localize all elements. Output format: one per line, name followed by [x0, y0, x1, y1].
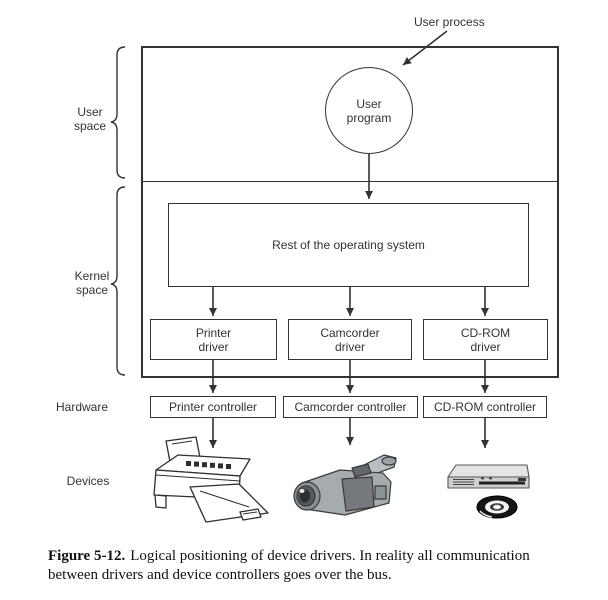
hardware-label: Hardware [55, 400, 109, 414]
user-process-label: User process [414, 15, 485, 29]
cdrom-device-illustration [447, 464, 530, 519]
user-space-label: User space [73, 105, 107, 133]
printer-device-illustration [153, 436, 269, 523]
devices-label: Devices [66, 474, 110, 488]
caption-figure-number: Figure 5-12. [48, 548, 126, 564]
printer-controller-box: Printer controller [150, 396, 276, 418]
user-kernel-divider-line [141, 181, 559, 182]
kernel-space-label: Kernel space [74, 269, 110, 297]
user-program-circle: User program [325, 67, 413, 154]
camcorder-device-illustration [293, 454, 397, 516]
cdrom-driver-box: CD-ROM driver [423, 319, 548, 360]
caption-line-1: Figure 5-12.Logical positioning of devic… [48, 548, 530, 564]
camcorder-controller-box: Camcorder controller [283, 396, 418, 418]
figure-caption: Figure 5-12.Logical positioning of devic… [48, 547, 588, 585]
os-box: Rest of the operating system [168, 203, 529, 287]
cdrom-controller-box: CD-ROM controller [423, 396, 547, 418]
printer-driver-box: Printer driver [150, 319, 277, 360]
camcorder-driver-box: Camcorder driver [288, 319, 412, 360]
caption-line-2: between drivers and device controllers g… [48, 567, 392, 583]
